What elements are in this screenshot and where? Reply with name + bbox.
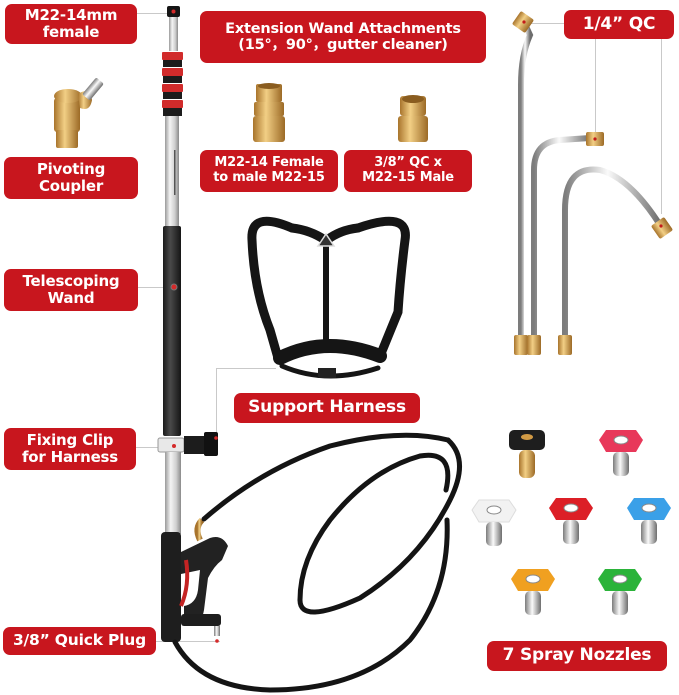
nozzle-soap [509, 430, 545, 478]
pivoting-coupler-illustration [54, 78, 104, 148]
support-harness-illustration [247, 216, 410, 379]
label-quarter-qc: 1/4” QC [564, 10, 674, 39]
label-fixing-clip: Fixing Clip for Harness [4, 428, 136, 470]
leader-line-harness-h [216, 368, 276, 369]
label-spray-nozzles-text: 7 Spray Nozzles [502, 645, 652, 666]
label-m22-female: M22-14mm female [5, 4, 137, 44]
label-extension-wand-line1: Extension Wand Attachments [225, 20, 461, 37]
label-telescoping-wand: Telescoping Wand [4, 269, 138, 311]
nozzle-red [549, 498, 593, 544]
nozzle-white [471, 499, 517, 546]
label-m22-adapter-line1: M22-14 Female [214, 155, 324, 171]
label-qc-adapter-line2: M22-15 Male [362, 170, 454, 185]
leader-line-qc-2 [595, 39, 596, 133]
leader-line-telescoping [138, 287, 174, 288]
leader-line-qc-1 [528, 23, 564, 24]
label-m22-adapter-line2: to male M22-15 [213, 170, 325, 185]
label-pivoting-coupler: Pivoting Coupler [4, 157, 138, 199]
label-m22-adapter: M22-14 Female to male M22-15 [200, 150, 338, 192]
leader-line-harness-v [216, 368, 217, 438]
qc-adapter-illustration [398, 95, 428, 142]
label-support-harness-text: Support Harness [248, 397, 406, 418]
label-pivoting-coupler-line1: Pivoting [36, 160, 106, 179]
label-extension-wand-line2: (15°，90°，gutter cleaner) [238, 37, 448, 53]
nozzle-yellow [511, 569, 555, 615]
label-spray-nozzles: 7 Spray Nozzles [487, 641, 667, 671]
label-qc-adapter: 3/8” QC x M22-15 Male [344, 150, 472, 192]
label-quick-plug: 3/8” Quick Plug [3, 627, 156, 655]
nozzle-pink [599, 430, 643, 476]
label-m22-female-line1: M22-14mm [24, 6, 118, 25]
label-telescoping-wand-line1: Telescoping [22, 272, 120, 291]
label-quarter-qc-text: 1/4” QC [582, 13, 656, 34]
label-m22-female-line2: female [42, 23, 100, 41]
label-fixing-clip-line1: Fixing Clip [26, 431, 114, 450]
brass-fittings [512, 11, 673, 355]
label-pivoting-coupler-line2: Coupler [38, 177, 104, 195]
label-fixing-clip-line2: for Harness [21, 448, 119, 466]
label-support-harness: Support Harness [234, 393, 420, 423]
label-extension-wand: Extension Wand Attachments (15°，90°，gutt… [200, 11, 486, 63]
label-qc-adapter-line1: 3/8” QC x [374, 155, 442, 171]
leader-line-m22 [137, 13, 167, 14]
nozzle-blue [627, 498, 671, 544]
nozzle-green [598, 569, 642, 615]
leader-line-qc-3 [661, 39, 662, 214]
label-telescoping-wand-line2: Wand [47, 289, 95, 307]
m22-adapter-illustration [253, 83, 285, 142]
label-quick-plug-text: 3/8” Quick Plug [12, 631, 147, 650]
leader-line-fixing-clip [136, 447, 174, 448]
leader-line-quick-plug [156, 641, 220, 642]
